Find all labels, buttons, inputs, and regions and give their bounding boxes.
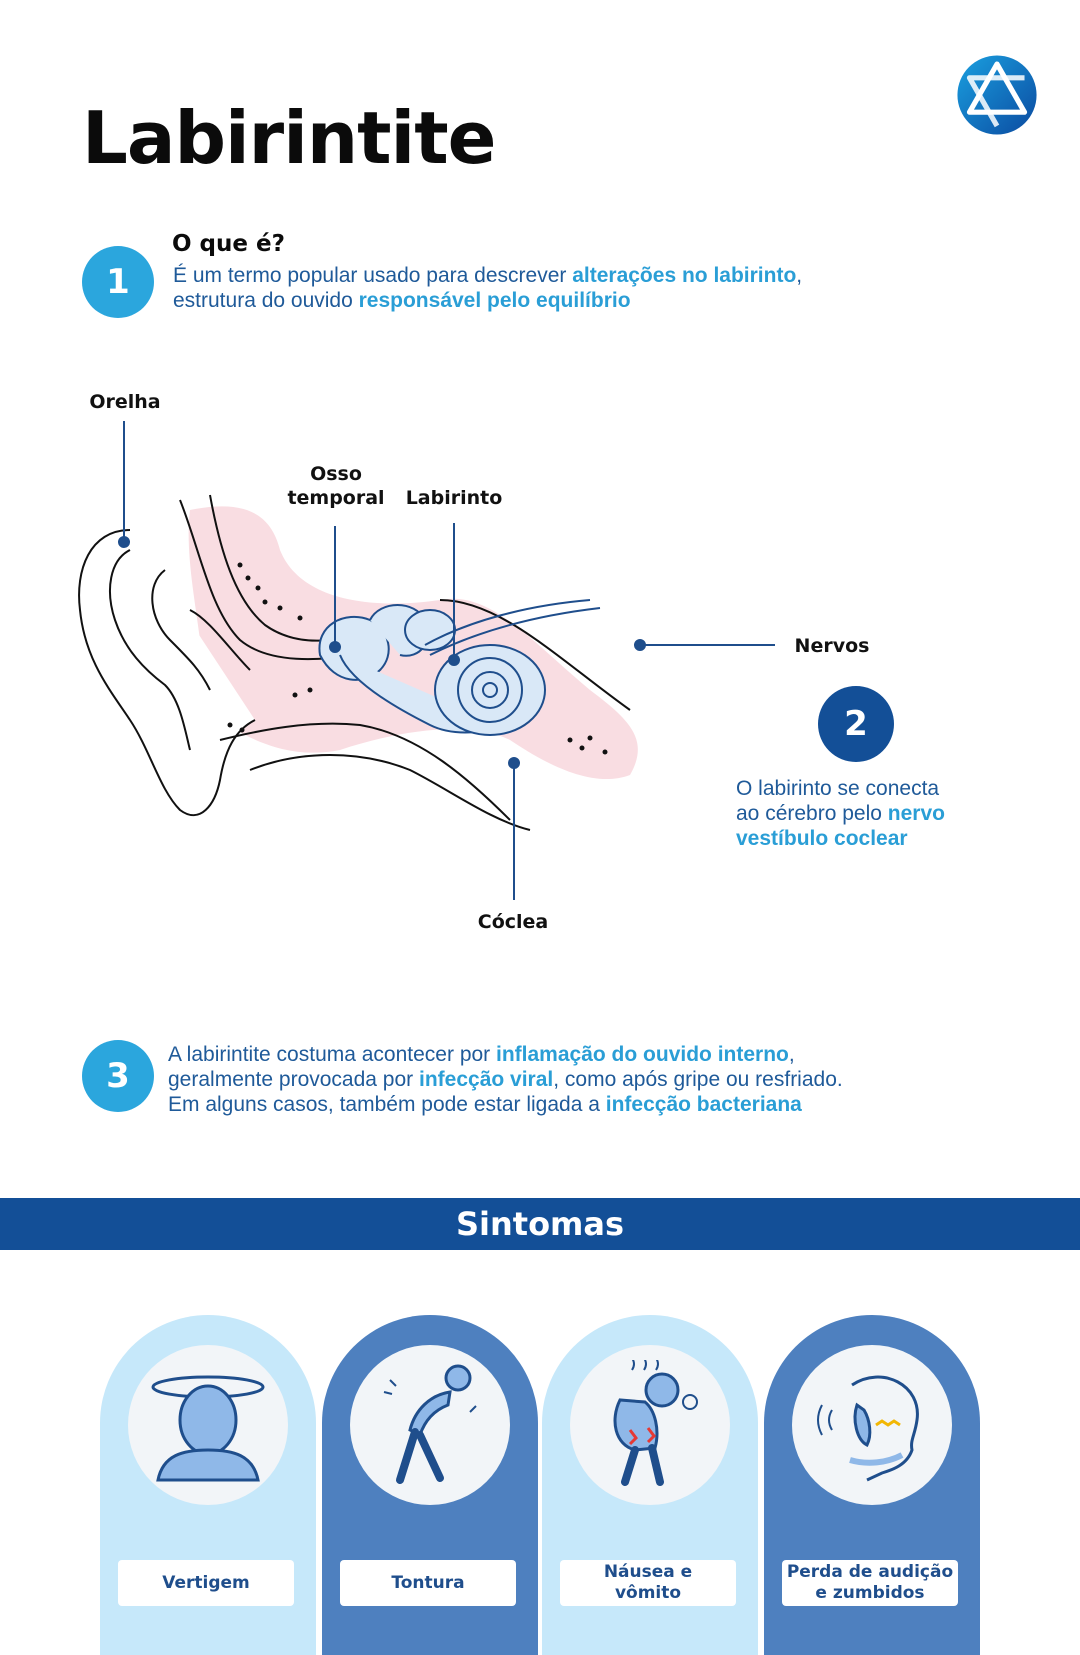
ear-anatomy-diagram — [78, 494, 638, 831]
step-number-2: 2 — [818, 686, 894, 762]
symptoms-header: Sintomas — [0, 1198, 1080, 1250]
step-number-1: 1 — [82, 246, 154, 318]
symptom-card-tontura: Tontura — [322, 1315, 538, 1655]
definition-text: É um termo popular usado para descrever … — [173, 264, 803, 312]
ear-ringing-icon — [817, 1375, 919, 1482]
symptom-icon-circle — [350, 1345, 510, 1505]
symptom-card-vertigem: Vertigem — [100, 1315, 316, 1655]
head-spinning-icon — [151, 1375, 265, 1482]
diagram-leader-lines — [118, 421, 775, 900]
page-title: Labirintite — [82, 96, 496, 180]
symptom-label: Vertigem — [118, 1560, 294, 1606]
symptom-label: Tontura — [340, 1560, 516, 1606]
symptom-icon-circle — [570, 1345, 730, 1505]
dizzy-person-icon — [383, 1364, 477, 1484]
label-orelha: Orelha — [89, 391, 161, 413]
nerve-connection-text: O labirinto se conecta ao cérebro pelo n… — [736, 777, 945, 850]
step-number-3: 3 — [82, 1040, 154, 1112]
section-heading: O que é? — [172, 231, 285, 257]
label-coclea: Cóclea — [477, 911, 549, 933]
label-nervos: Nervos — [794, 635, 870, 657]
cause-text: A labirintite costuma acontecer por infl… — [168, 1043, 843, 1116]
label-labirinto: Labirinto — [405, 487, 503, 509]
symptom-icon-circle — [128, 1345, 288, 1505]
symptom-icon-circle — [792, 1345, 952, 1505]
nauseous-person-icon — [613, 1360, 698, 1486]
brand-logo-icon — [957, 55, 1037, 135]
